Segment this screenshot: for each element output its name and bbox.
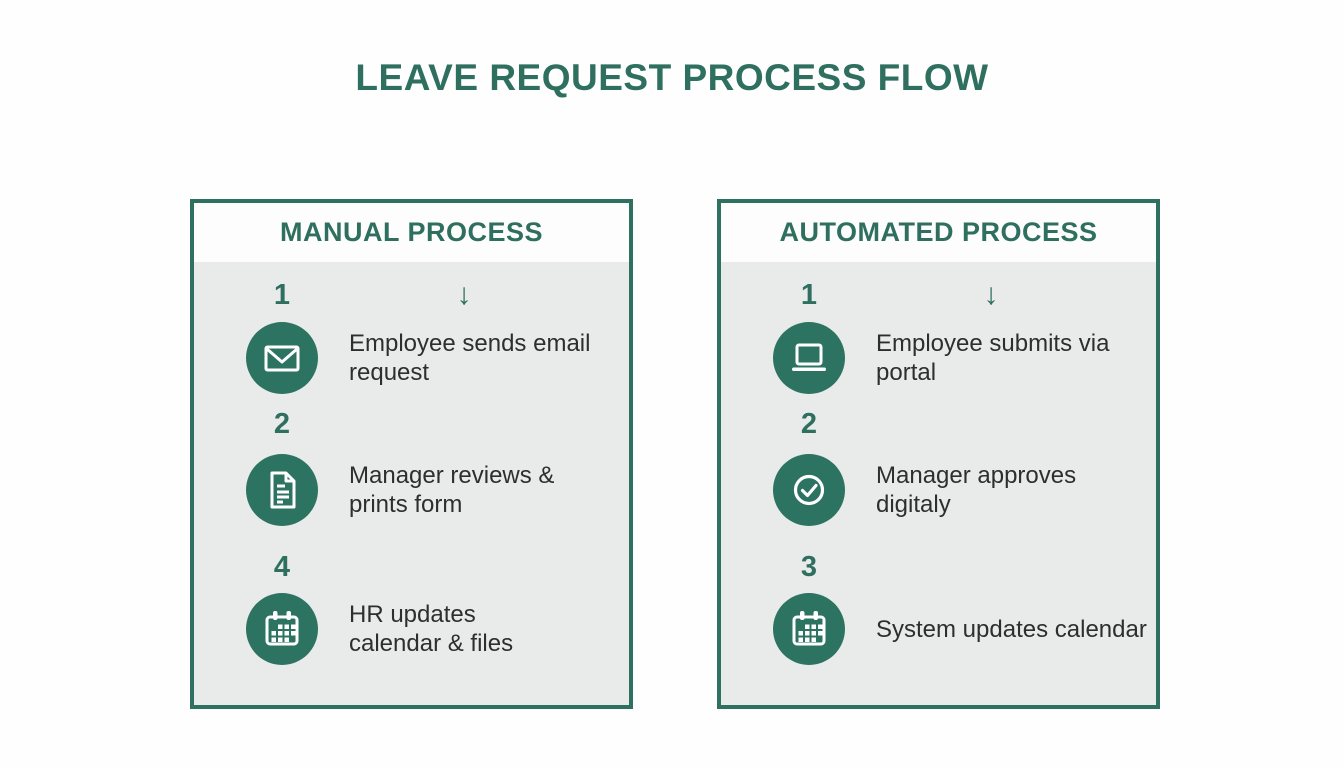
manual-process-body: 1 ↓ Employee sends email request 2 (194, 279, 629, 665)
manual-process-header: MANUAL PROCESS (194, 203, 629, 262)
automated-process-header: AUTOMATED PROCESS (721, 203, 1156, 262)
step-text: Manager reviews & prints form (349, 462, 555, 518)
automated-step-2: 2 Manager approves digitaly (721, 408, 1156, 526)
step-number: 2 (800, 408, 818, 440)
automated-process-body: 1 ↓ Employee submits via portal 2 (721, 279, 1156, 665)
manual-step-3: 4 (194, 551, 629, 665)
down-arrow-icon: ↓ (983, 278, 999, 311)
step-text: System updates calendar (876, 615, 1147, 643)
calendar-icon (246, 593, 318, 665)
step-number: 4 (273, 551, 291, 583)
calendar-icon (773, 593, 845, 665)
step-text: Manager approves digitaly (876, 462, 1077, 518)
automated-process-panel: AUTOMATED PROCESS 1 ↓ Employee submits v… (717, 199, 1160, 709)
step-text: Employee sends email request (349, 330, 591, 386)
step-text: Employee submits via portal (876, 330, 1110, 386)
manual-step-1: 1 ↓ Employee sends email request (194, 279, 629, 394)
email-icon (246, 322, 318, 394)
laptop-icon (773, 322, 845, 394)
down-arrow-icon: ↓ (456, 278, 472, 311)
step-number: 3 (800, 551, 818, 583)
automated-step-3: 3 (721, 551, 1156, 665)
manual-step-2: 2 Manager reviews & prints form (194, 408, 629, 526)
document-icon (246, 454, 318, 526)
manual-process-panel: MANUAL PROCESS 1 ↓ Employee sends email … (190, 199, 633, 709)
automated-step-1: 1 ↓ Employee submits via portal (721, 279, 1156, 394)
step-number: 1 (800, 279, 818, 311)
page-title: LEAVE REQUEST PROCESS FLOW (355, 57, 989, 98)
step-text: HR updates calendar & files (349, 601, 514, 657)
check-circle-icon (773, 454, 845, 526)
step-number: 1 (273, 279, 291, 311)
step-number: 2 (273, 408, 291, 440)
